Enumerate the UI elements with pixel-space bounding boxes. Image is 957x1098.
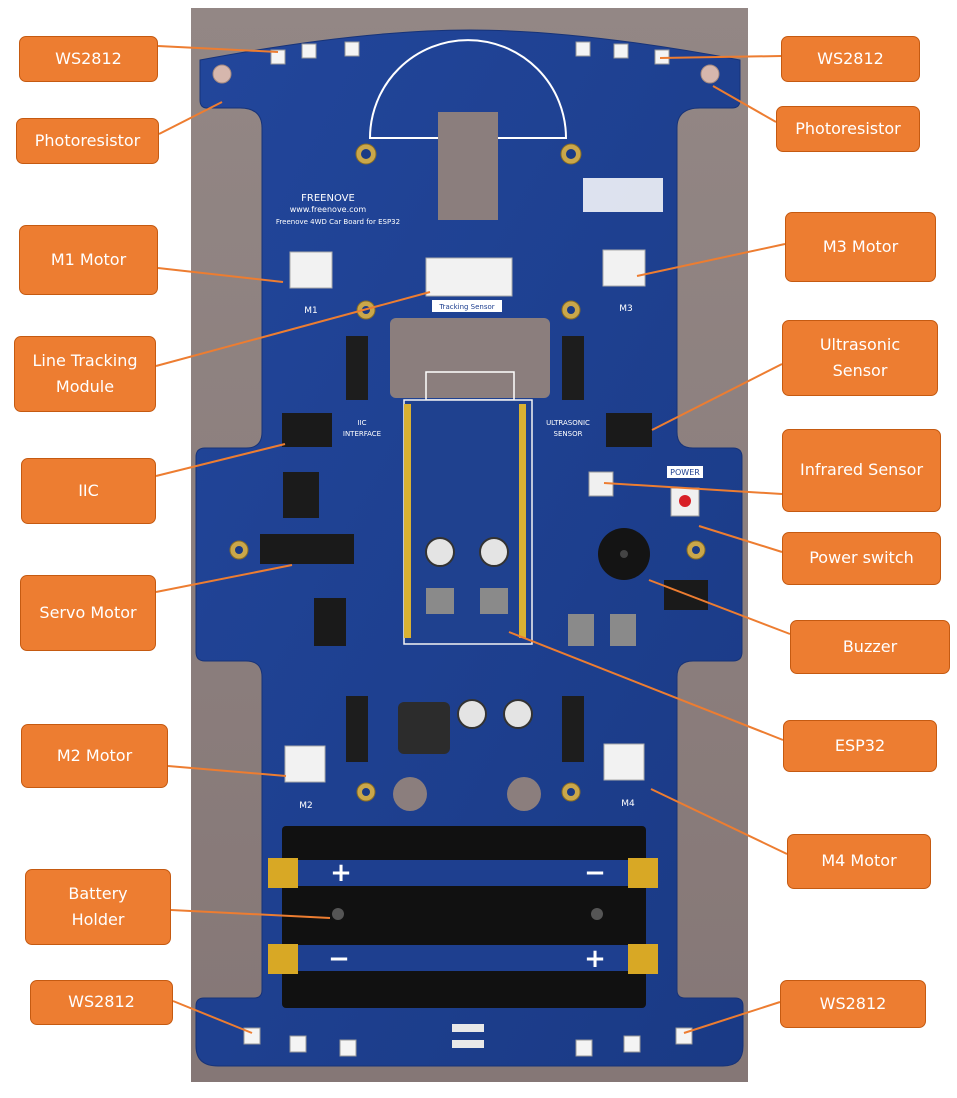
leader-m1-motor bbox=[157, 267, 284, 283]
battery-top-plus: + bbox=[330, 858, 352, 888]
callout-ws2812-top-left: WS2812 bbox=[19, 36, 158, 82]
lower-hole-right bbox=[507, 777, 541, 811]
photoresistor-left-part bbox=[212, 64, 232, 84]
callout-buzzer: Buzzer bbox=[790, 620, 950, 674]
callout-line-tracking-module: Line Tracking Module bbox=[14, 336, 156, 412]
callout-m1-motor: M1 Motor bbox=[19, 225, 158, 295]
power-switch-button bbox=[679, 495, 691, 507]
website-text: www.freenove.com bbox=[290, 205, 367, 214]
battery-top-minus: − bbox=[584, 858, 606, 888]
servo-header bbox=[260, 534, 354, 564]
brand-logo-text: FREENOVE bbox=[301, 193, 355, 204]
leader-esp32 bbox=[508, 631, 784, 741]
leader-battery-holder bbox=[170, 909, 331, 919]
board-name-text: Freenove 4WD Car Board for ESP32 bbox=[276, 218, 400, 226]
leader-m2-motor bbox=[167, 765, 287, 777]
silk-m3: M3 bbox=[619, 304, 633, 314]
leader-infrared-sensor bbox=[603, 482, 783, 495]
leader-ultrasonic-sensor bbox=[651, 363, 783, 431]
leader-servo-motor bbox=[155, 564, 293, 593]
leader-ws2812-bottom-right bbox=[683, 1001, 781, 1034]
silk-iic-interface: INTERFACE bbox=[343, 430, 381, 438]
leader-power-switch bbox=[698, 525, 783, 553]
leader-photoresistor-left bbox=[158, 101, 223, 135]
spec-table bbox=[583, 178, 663, 212]
leader-ws2812-top-right bbox=[659, 55, 782, 59]
capacitor-4 bbox=[503, 699, 533, 729]
callout-servo-motor: Servo Motor bbox=[20, 575, 156, 651]
silk-ultrasonic: ULTRASONIC bbox=[546, 419, 590, 427]
leader-ws2812-bottom-left bbox=[172, 1000, 253, 1034]
esp32-pins-right bbox=[519, 404, 526, 638]
regulator-1 bbox=[426, 588, 454, 614]
leader-m4-motor bbox=[650, 788, 788, 855]
power-silk-box bbox=[667, 466, 703, 478]
callout-photoresistor-right: Photoresistor bbox=[776, 106, 920, 152]
inductor-2 bbox=[610, 614, 636, 646]
esp32-pins-left bbox=[404, 404, 411, 638]
silk-iic: IIC bbox=[357, 419, 366, 427]
tracking-connector bbox=[425, 257, 513, 297]
photoresistor-right-part bbox=[700, 64, 720, 84]
infrared-sensor-part bbox=[588, 471, 614, 497]
silk-m4: M4 bbox=[621, 799, 635, 809]
silk-tracking: Tracking Sensor bbox=[438, 303, 494, 311]
esp32-cutout bbox=[390, 318, 550, 398]
front-arc-outline bbox=[368, 39, 568, 139]
capacitor-3 bbox=[457, 699, 487, 729]
leader-line-tracking-module bbox=[155, 291, 431, 367]
esp32-module bbox=[403, 399, 533, 645]
callout-battery-holder: Battery Holder bbox=[25, 869, 171, 945]
leader-iic bbox=[155, 443, 286, 477]
leader-ws2812-top-left bbox=[157, 45, 279, 53]
callout-ws2812-bottom-left: WS2812 bbox=[30, 980, 173, 1025]
leader-m3-motor bbox=[636, 243, 786, 277]
leader-lines bbox=[155, 45, 791, 1034]
callout-ultrasonic-sensor: Ultrasonic Sensor bbox=[782, 320, 938, 396]
lower-hole-left bbox=[393, 777, 427, 811]
callout-m3-motor: M3 Motor bbox=[785, 212, 936, 282]
leader-photoresistor-right bbox=[712, 85, 777, 123]
capacitor-2 bbox=[479, 537, 509, 567]
callout-esp32: ESP32 bbox=[783, 720, 937, 772]
callout-iic: IIC bbox=[21, 458, 156, 524]
callout-m2-motor: M2 Motor bbox=[21, 724, 168, 788]
silk-power: POWER bbox=[670, 468, 700, 477]
iic-header bbox=[282, 413, 332, 447]
ws2812-leds-top bbox=[270, 41, 670, 65]
bottom-pad-1 bbox=[452, 1024, 484, 1032]
silk-m1: M1 bbox=[304, 306, 318, 316]
silk-ultrasonic-sensor: SENSOR bbox=[554, 430, 583, 438]
motor-connectors bbox=[284, 249, 646, 783]
standoff-pads bbox=[346, 336, 584, 762]
regulator-2 bbox=[480, 588, 508, 614]
driver-chip bbox=[283, 472, 319, 518]
silk-m2: M2 bbox=[299, 801, 313, 811]
ultrasonic-header bbox=[606, 413, 652, 447]
bottom-pad-2 bbox=[452, 1040, 484, 1048]
power-inductor bbox=[398, 702, 450, 754]
callout-ws2812-top-right: WS2812 bbox=[781, 36, 920, 82]
capacitor-1 bbox=[425, 537, 455, 567]
ws2812-leds-bottom bbox=[243, 1027, 693, 1057]
battery-bottom-plus: + bbox=[584, 944, 606, 974]
leader-buzzer bbox=[648, 579, 791, 635]
servo-chip bbox=[314, 598, 346, 646]
callout-photoresistor-left: Photoresistor bbox=[16, 118, 159, 164]
callout-infrared-sensor: Infrared Sensor bbox=[782, 429, 941, 512]
tracking-silk-box bbox=[432, 300, 502, 312]
inductor-1 bbox=[568, 614, 594, 646]
callout-m4-motor: M4 Motor bbox=[787, 834, 931, 889]
battery-holder-part bbox=[268, 826, 658, 1008]
center-slot bbox=[438, 112, 498, 220]
callout-ws2812-bottom-right: WS2812 bbox=[780, 980, 926, 1028]
battery-bottom-minus: − bbox=[328, 944, 350, 974]
callout-power-switch: Power switch bbox=[782, 532, 941, 585]
